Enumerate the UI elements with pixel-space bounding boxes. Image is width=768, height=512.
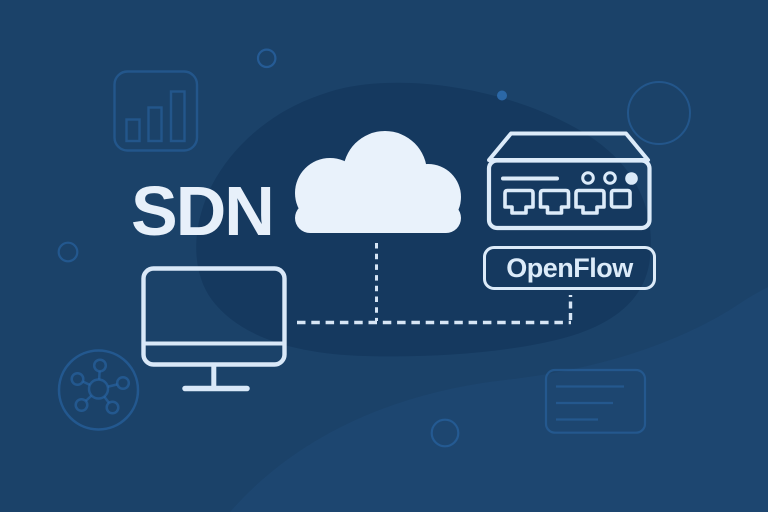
dot-decoration [497,90,507,101]
circle-decoration-bottom [430,418,460,448]
cloud-icon [295,131,461,233]
openflow-badge-label: OpenFlow [506,252,633,283]
sdn-title: SDN [131,172,275,250]
switch-led-2 [603,171,617,185]
network-switch-icon [486,131,652,231]
light-wave [230,287,768,512]
switch-top [487,131,650,162]
connector-dashed-lines [297,243,573,325]
openflow-badge: OpenFlow [483,246,656,290]
switch-port-4 [609,188,632,209]
circle-decoration-top-right [627,81,691,145]
document-icon [544,368,647,434]
switch-port-2 [538,188,571,215]
bar-chart-icon [113,70,199,152]
switch-port-1 [503,188,535,215]
circle-decoration-top-left [256,48,277,69]
switch-port-3 [574,188,606,215]
monitor-icon [141,266,287,392]
circle-decoration-left [57,241,79,263]
switch-body [486,158,652,231]
switch-led-1 [581,171,595,185]
switch-led-3 [625,172,638,185]
network-hub-icon [57,349,140,431]
